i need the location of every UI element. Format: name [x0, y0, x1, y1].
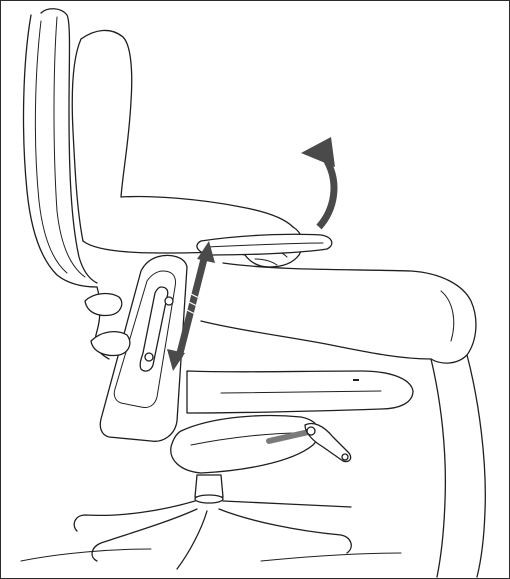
person-shin	[431, 355, 485, 577]
gas-cylinder	[195, 475, 223, 503]
armrest-pad	[197, 234, 332, 255]
backrest-support	[85, 287, 130, 359]
chair-backrest	[24, 9, 97, 287]
person-legs	[201, 263, 476, 363]
seat-mechanism	[171, 416, 351, 473]
person-arm	[83, 196, 302, 267]
chair-base	[21, 501, 401, 569]
person-torso	[72, 30, 131, 241]
chair-seat	[187, 371, 413, 413]
curved-arrow-up-icon	[301, 137, 335, 227]
